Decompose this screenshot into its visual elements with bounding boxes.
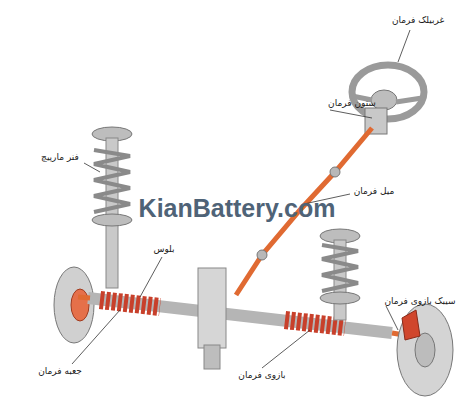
watermark: KianBattery.com [139,193,336,223]
bellows [100,300,160,307]
part-label: میل فرمان [354,186,395,197]
leader-line [262,330,310,368]
part-label: بلوس [153,244,174,255]
leader-line [386,306,398,330]
left-hub [54,267,94,343]
part-label: غربیلک فرمان [392,15,444,26]
part-label: بازوی فرمان [238,370,285,381]
wheel-spoke [396,98,422,102]
spring-seat [92,214,132,226]
coil-spring [94,150,130,212]
right-strut [320,229,360,320]
leader-lines [72,30,410,368]
leader-line [72,310,120,364]
leader-line [330,110,372,118]
left-strut [92,127,132,288]
part-label: جعبه فرمان [38,366,82,377]
coil-spring [322,245,358,291]
part-label: سیبک بازوی فرمان [384,296,455,307]
spring-seat [320,292,360,304]
leader-line [398,30,410,62]
brake-disc [54,267,94,343]
wheel-rim [352,65,424,119]
universal-joint [330,167,340,177]
hub-knuckle [71,289,89,321]
pump-body [204,345,220,369]
brake-disc [397,304,453,396]
hub-center [415,333,435,367]
leader-line [140,257,162,297]
bellows [285,320,345,327]
steering-wheel [352,65,424,119]
tie-rod-end [78,297,90,298]
brake-caliper [402,310,420,340]
right-hub [397,304,453,396]
steering-box [198,268,226,348]
universal-joint [257,250,267,260]
part-label: ستون فرمان [328,98,376,109]
part-label: فنر مارپیچ [41,152,79,163]
leader-line [84,163,100,172]
steering-rack [78,268,410,369]
